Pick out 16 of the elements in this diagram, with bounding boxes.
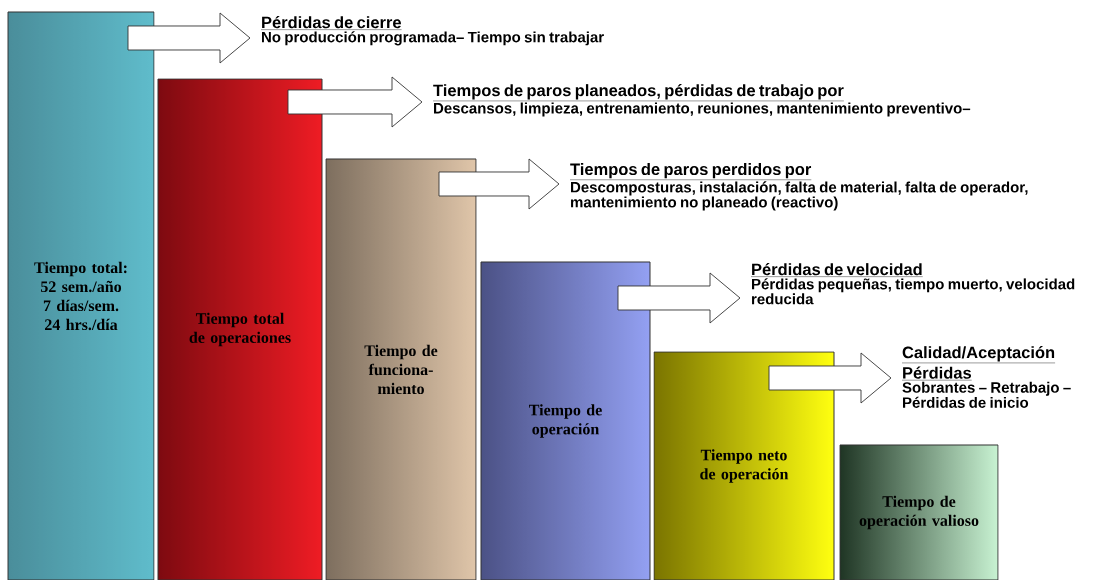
block-arrow bbox=[438, 158, 560, 210]
block-arrow bbox=[127, 12, 251, 64]
time-bar: Tiempo de operación valioso bbox=[839, 444, 999, 580]
loss-description: Tiempos de paros perdidos por Descomposturas, instalación, falta de material, falta de operador, mantenimiento no planeado (reactivo) bbox=[569, 163, 1028, 211]
loss-description: Pérdidas de cierre No producción programada– Tiempo sin trabajar bbox=[260, 16, 604, 46]
time-bar: Tiempo de funciona- miento bbox=[325, 158, 477, 580]
time-bar: Tiempo neto de operación bbox=[653, 351, 835, 580]
loss-description: Tiempos de paros planeados, pérdidas de trabajo por Descansos, limpieza, entrenamiento, reuniones, mantenimiento preventivo– bbox=[432, 84, 971, 117]
block-arrow bbox=[617, 272, 741, 324]
time-bar: Tiempo de operación bbox=[480, 261, 651, 580]
time-bar: Tiempo total de operaciones bbox=[157, 78, 323, 580]
block-arrow bbox=[768, 352, 892, 404]
loss-description: Calidad/Aceptación Pérdidas Sobrantes – Retrabajo – Pérdidas de inicio bbox=[901, 346, 1071, 408]
time-bar: Tiempo total: 52 sem./año 7 días/sem. 24 hrs./día bbox=[7, 11, 155, 580]
loss-description: Pérdidas de velocidad Pérdidas pequeñas, tiempo muerto, velocidad reducida bbox=[750, 263, 1075, 305]
block-arrow bbox=[287, 76, 423, 128]
